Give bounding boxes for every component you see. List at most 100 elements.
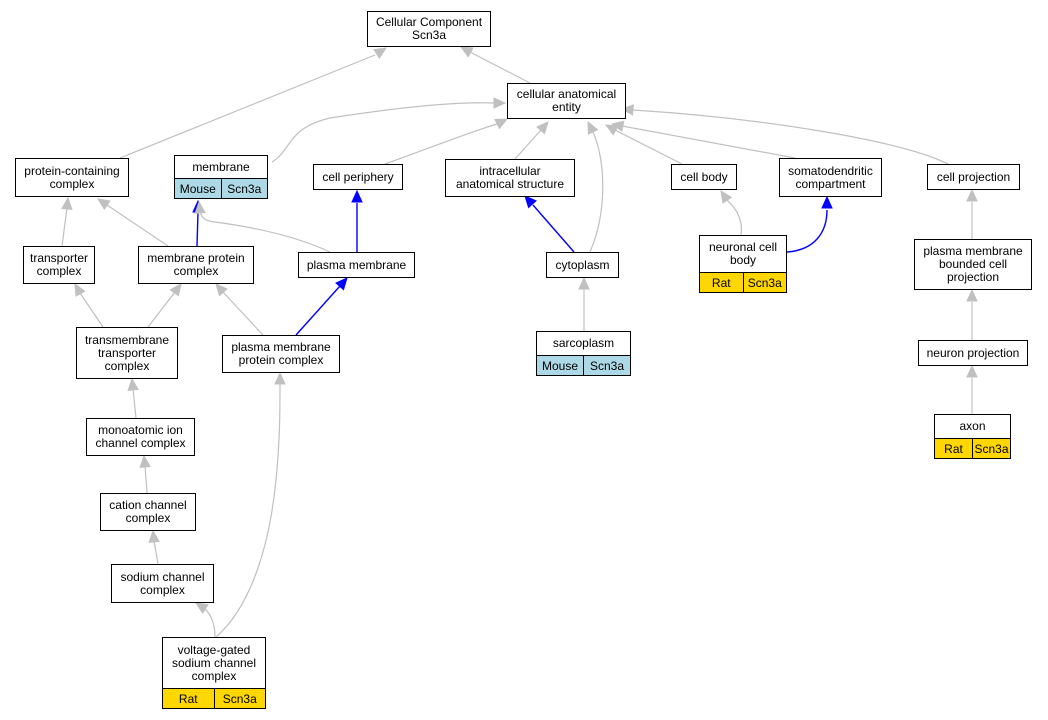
edge-line xyxy=(786,209,828,253)
annotation-row: Rat Scn3a xyxy=(935,438,1010,458)
arrowhead xyxy=(720,189,733,204)
node-label: neuronal cell body xyxy=(708,240,778,267)
annotation-row: Rat Scn3a xyxy=(163,688,265,708)
edge-line xyxy=(621,125,796,159)
node-plasma-membrane-protein-complex[interactable]: plasma membrane protein complex xyxy=(222,335,340,373)
node-label: monoatomic ion channel complex xyxy=(95,423,186,450)
gene-scn3a: Scn3a xyxy=(583,356,630,375)
edge-line xyxy=(384,123,498,165)
arrowhead xyxy=(139,454,151,469)
node-neuron-projection[interactable]: neuron projection xyxy=(918,340,1028,366)
edge-line xyxy=(153,540,159,565)
node-label: cell projection xyxy=(936,169,1011,184)
edge-line xyxy=(589,131,604,253)
node-cell-body[interactable]: cell body xyxy=(671,164,737,190)
node-somatodendritic-compartment[interactable]: somatodendritic compartment xyxy=(779,158,882,197)
edge-line xyxy=(222,291,264,336)
node-sarcoplasm[interactable]: sarcoplasm Mouse Scn3a xyxy=(536,331,631,376)
gene-scn3a: Scn3a xyxy=(213,689,266,708)
arrowhead xyxy=(194,200,206,215)
node-label: membrane protein complex xyxy=(147,251,245,278)
node-cell-periphery[interactable]: cell periphery xyxy=(313,164,403,190)
arrowhead xyxy=(194,602,209,614)
node-label: cation channel complex xyxy=(109,498,187,525)
node-label: somatodendritic compartment xyxy=(788,163,873,191)
node-label: membrane xyxy=(192,159,250,174)
node-label: protein-containing complex xyxy=(24,163,120,191)
edge-ccc-micc xyxy=(139,454,151,494)
node-cell-projection[interactable]: cell projection xyxy=(927,164,1020,190)
edge-micc-ttc xyxy=(127,377,139,419)
edge-line xyxy=(532,204,575,253)
arrowhead xyxy=(74,282,86,297)
edge-line xyxy=(726,199,743,236)
edge-line xyxy=(271,102,496,163)
edge-line xyxy=(215,383,281,638)
edge-line xyxy=(469,51,531,84)
arrowhead xyxy=(536,121,549,135)
node-label: cytoplasm xyxy=(555,257,610,272)
node-cation-channel-complex[interactable]: cation channel complex xyxy=(100,493,196,531)
node-protein-containing-complex[interactable]: protein-containing complex xyxy=(15,158,129,197)
edge-sarco-cytoplasm xyxy=(578,276,590,331)
edge-line xyxy=(199,211,331,253)
arrowhead xyxy=(127,377,139,392)
node-membrane-protein-complex[interactable]: membrane protein complex xyxy=(138,246,254,284)
edge-line xyxy=(106,204,169,247)
node-transmembrane-transporter-complex[interactable]: transmembrane transporter complex xyxy=(76,327,178,379)
edge-mpc-pcc xyxy=(96,198,169,247)
arrowhead xyxy=(351,189,363,203)
node-label: neuron projection xyxy=(926,345,1020,360)
edge-scc-ccc xyxy=(148,529,160,565)
arrowhead xyxy=(966,188,978,202)
arrowhead xyxy=(274,371,286,385)
edge-neuronproj-pmbcp xyxy=(966,288,978,340)
node-voltage-gated-sodium-channel-complex[interactable]: voltage-gated sodium channel complex Rat… xyxy=(162,637,266,709)
arrowhead xyxy=(966,288,978,302)
node-label: transporter complex xyxy=(29,251,89,278)
arrowhead xyxy=(335,277,348,291)
edge-line xyxy=(119,54,376,159)
node-monoatomic-ion-channel-complex[interactable]: monoatomic ion channel complex xyxy=(86,418,195,456)
species-mouse: Mouse xyxy=(179,181,216,196)
node-membrane[interactable]: membrane Mouse Scn3a xyxy=(174,155,268,199)
edge-pmbcp-cellproj xyxy=(966,188,978,239)
edge-line xyxy=(514,129,542,160)
arrowhead xyxy=(587,120,599,135)
node-label: plasma membrane xyxy=(306,257,407,272)
annotation-row: Rat Scn3a xyxy=(700,272,786,292)
node-cellular-anatomical-entity[interactable]: cellular anatomical entity xyxy=(507,83,626,119)
node-label: plasma membrane bounded cell projection xyxy=(923,244,1023,284)
gene-scn3a: Scn3a xyxy=(220,179,268,198)
arrowhead xyxy=(620,104,634,116)
arrowhead xyxy=(821,195,833,209)
edge-cytoplasm-ias xyxy=(524,195,575,253)
node-transporter-complex[interactable]: transporter complex xyxy=(23,246,95,284)
node-axon[interactable]: axon Rat Scn3a xyxy=(934,414,1011,459)
species-rat: Rat xyxy=(178,691,198,706)
edge-line xyxy=(132,388,137,419)
node-label: intracellular anatomical structure xyxy=(455,164,565,191)
node-neuronal-cell-body[interactable]: neuronal cell body Rat Scn3a xyxy=(699,235,787,293)
edge-line xyxy=(295,285,341,336)
arrowhead xyxy=(373,47,388,60)
node-sodium-channel-complex[interactable]: sodium channel complex xyxy=(111,564,214,603)
arrowhead xyxy=(578,276,590,290)
node-cytoplasm[interactable]: cytoplasm xyxy=(546,252,619,278)
node-intracellular-anatomical-structure[interactable]: intracellular anatomical structure xyxy=(445,159,575,197)
edge-line xyxy=(79,292,104,328)
arrowhead xyxy=(61,196,73,211)
edge-vgscc-pmpc xyxy=(215,371,286,638)
node-label: axon xyxy=(959,419,986,433)
node-label: voltage-gated sodium channel complex xyxy=(171,642,257,683)
node-plasma-membrane[interactable]: plasma membrane xyxy=(298,252,415,278)
node-label: cell body xyxy=(680,169,728,184)
edge-ncb-cellbody xyxy=(720,189,743,236)
edge-ttc-transporter xyxy=(74,282,104,328)
edge-line xyxy=(614,129,683,165)
gene-scn3a: Scn3a xyxy=(742,273,787,292)
edge-line xyxy=(203,607,216,638)
arrowhead xyxy=(610,120,625,132)
node-cellular-component[interactable]: Cellular Component Scn3a xyxy=(367,11,491,47)
node-plasma-membrane-bounded-cell-projection[interactable]: plasma membrane bounded cell projection xyxy=(914,239,1032,290)
